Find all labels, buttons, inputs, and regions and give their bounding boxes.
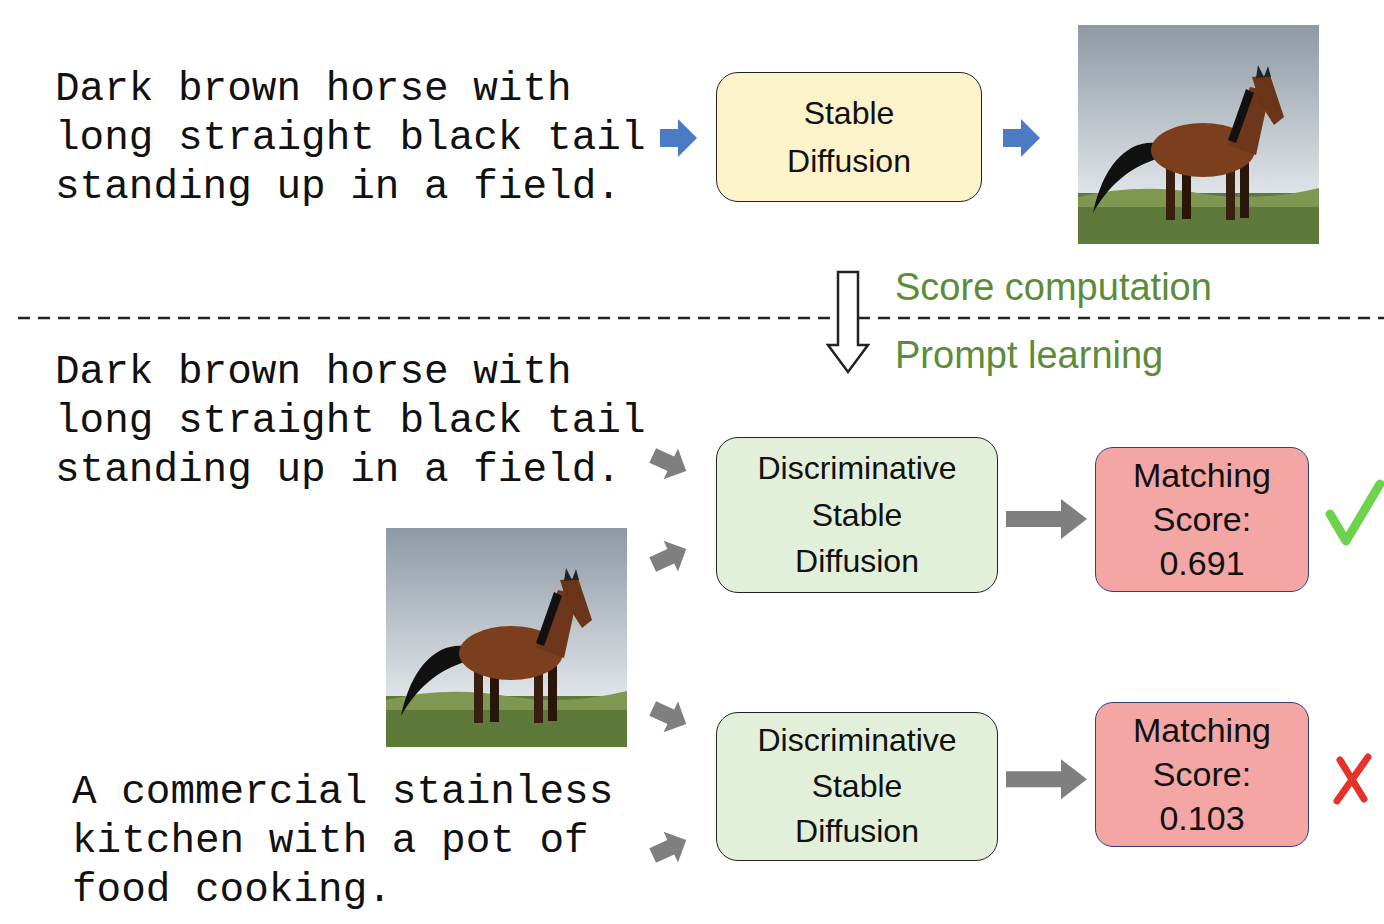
generated-horse-image	[1078, 25, 1319, 244]
prompt-text: Dark brown horse with long straight blac…	[55, 65, 675, 212]
blue-arrow	[660, 119, 697, 157]
node-title: Matching Score:	[1107, 453, 1297, 541]
cross-mark	[1337, 757, 1368, 801]
hollow-down-arrow	[828, 272, 868, 372]
blue-arrow	[1003, 119, 1040, 157]
prompt-text: A commercial stainless kitchen with a po…	[72, 768, 692, 915]
prompt-text: Dark brown horse with long straight blac…	[55, 348, 675, 495]
input-arrow	[646, 825, 694, 871]
node-title: Discriminative Stable Diffusion	[750, 718, 965, 854]
flow-arrow	[1006, 511, 1061, 527]
score-value: 0.103	[1159, 796, 1244, 840]
input-arrow	[646, 440, 694, 486]
stage-label: Prompt learning	[895, 332, 1315, 378]
score-value: 0.691	[1159, 541, 1244, 585]
flow-arrow	[1006, 771, 1061, 787]
score-box: Matching Score:0.691	[1095, 447, 1309, 592]
node-title: Matching Score:	[1107, 708, 1297, 796]
input-arrow	[646, 534, 694, 580]
input-arrow	[646, 693, 694, 739]
input-horse-image	[386, 528, 627, 747]
node-title: Stable Diffusion	[754, 89, 944, 185]
model-box: Stable Diffusion	[716, 72, 982, 202]
discriminative-model-box: Discriminative Stable Diffusion	[716, 437, 998, 593]
discriminative-model-box: Discriminative Stable Diffusion	[716, 712, 998, 861]
dashed-divider	[18, 317, 1384, 320]
check-mark	[1330, 484, 1380, 541]
score-box: Matching Score:0.103	[1095, 702, 1309, 847]
node-title: Discriminative Stable Diffusion	[750, 445, 965, 584]
stage-label: Score computation	[895, 264, 1315, 310]
